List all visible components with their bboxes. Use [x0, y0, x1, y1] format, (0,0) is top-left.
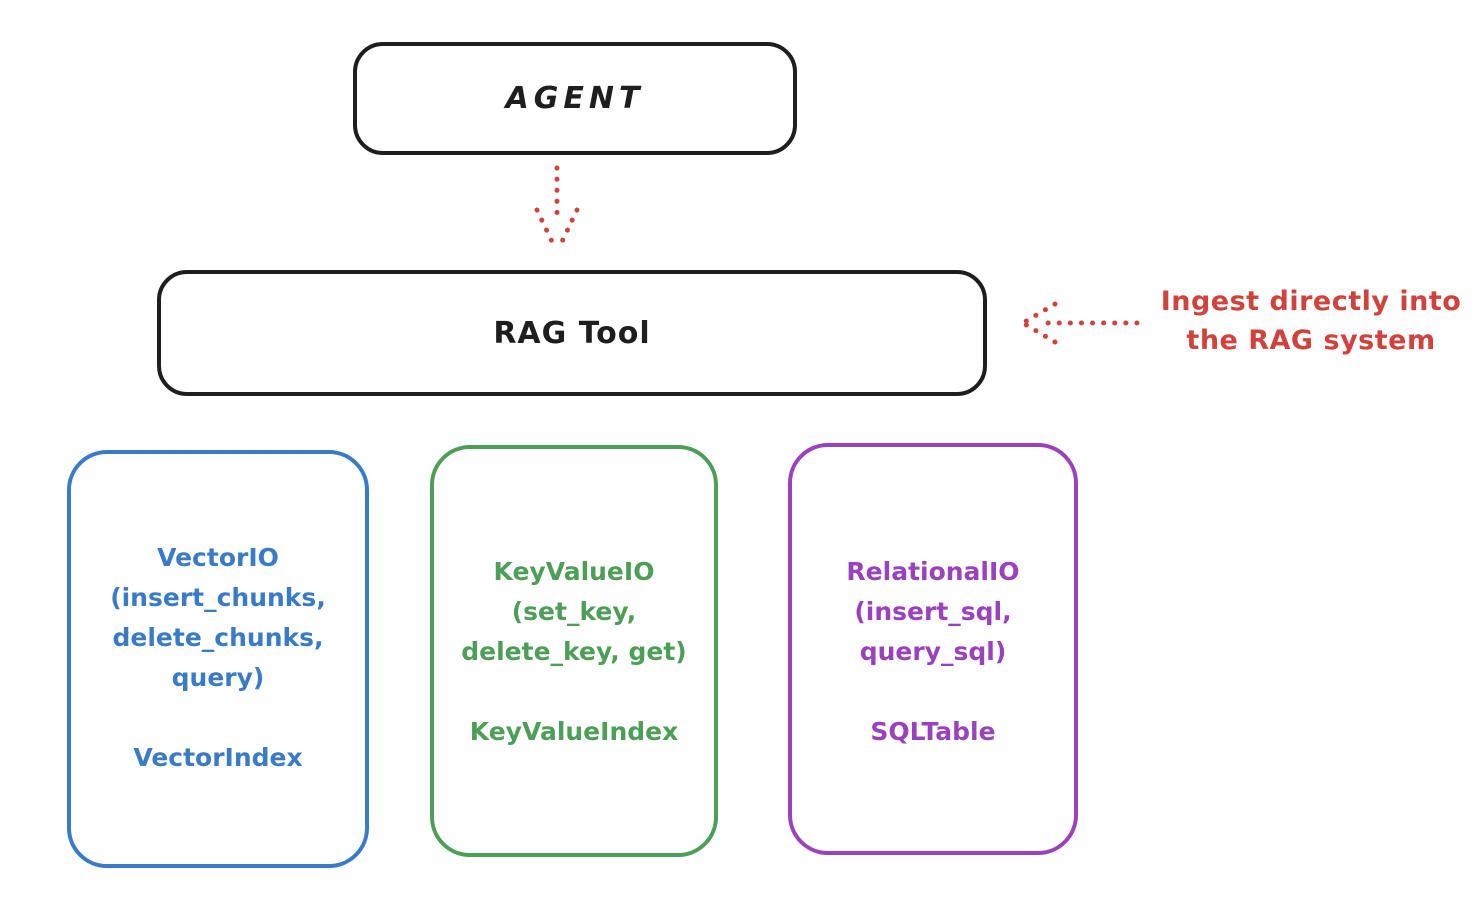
vectorio-index-label: VectorIndex [133, 743, 303, 772]
rag-tool-label: RAG Tool [493, 315, 651, 351]
vectorio-description: VectorIO (insert_chunks, delete_chunks, … [71, 538, 365, 698]
io-line: (insert_sql, [854, 597, 1012, 626]
io-line: (set_key, [511, 597, 637, 626]
ingest-annotation-line2: the RAG system [1186, 325, 1436, 356]
io-line: (insert_chunks, [110, 583, 326, 612]
vectorio-box: VectorIO (insert_chunks, delete_chunks, … [67, 450, 369, 868]
agent-label: AGENT [505, 81, 645, 116]
io-line: delete_key, get) [461, 637, 687, 666]
ingest-annotation: Ingest directly into the RAG system [1138, 282, 1484, 360]
keyvalueio-box: KeyValueIO (set_key, delete_key, get) Ke… [430, 445, 718, 857]
io-line: query_sql) [859, 637, 1007, 666]
agent-box: AGENT [353, 42, 797, 155]
io-line: query) [171, 663, 265, 692]
relationalio-description: RelationalIO (insert_sql, query_sql) [792, 552, 1074, 672]
io-line: RelationalIO [846, 557, 1020, 586]
dotted-arrow-left-icon [1020, 301, 1140, 345]
io-line: VectorIO [157, 543, 279, 572]
rag-tool-box: RAG Tool [157, 270, 987, 396]
relationalio-index-label: SQLTable [870, 717, 996, 746]
keyvalueio-description: KeyValueIO (set_key, delete_key, get) [434, 552, 714, 672]
ingest-annotation-line1: Ingest directly into [1160, 286, 1462, 317]
io-line: KeyValueIO [493, 557, 655, 586]
keyvalueio-index-label: KeyValueIndex [469, 717, 679, 746]
io-line: delete_chunks, [112, 623, 324, 652]
dotted-arrow-down-icon [534, 165, 580, 253]
relationalio-box: RelationalIO (insert_sql, query_sql) SQL… [788, 443, 1078, 855]
